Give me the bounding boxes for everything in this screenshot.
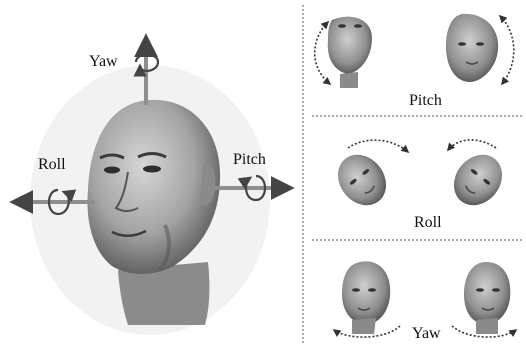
- roll-rotation-arrow-left-icon: [348, 140, 408, 152]
- yaw-head-left: [342, 261, 390, 334]
- yaw-head-right: [464, 262, 510, 334]
- pitch-rotation-arrow-right-icon: [500, 16, 514, 84]
- pitch-head-right: [446, 14, 498, 82]
- roll-head-left: [328, 145, 396, 215]
- pitch-panel: [315, 14, 514, 88]
- roll-panel-label: Roll: [414, 215, 442, 231]
- pitch-head-left: [328, 17, 372, 88]
- yaw-label: Yaw: [89, 54, 118, 70]
- main-head-eye-left: [104, 167, 120, 174]
- yaw-panel-label: Yaw: [412, 326, 441, 342]
- pitch-rotation-arrow-left-icon: [315, 22, 330, 84]
- pitch-label: Pitch: [233, 152, 266, 168]
- roll-label: Roll: [38, 157, 66, 173]
- roll-rotation-arrow-right-icon: [448, 140, 496, 150]
- roll-head-right: [444, 145, 512, 215]
- main-head-eye-right: [143, 166, 161, 173]
- roll-panel: [328, 140, 512, 215]
- pitch-panel-label: Pitch: [409, 93, 442, 109]
